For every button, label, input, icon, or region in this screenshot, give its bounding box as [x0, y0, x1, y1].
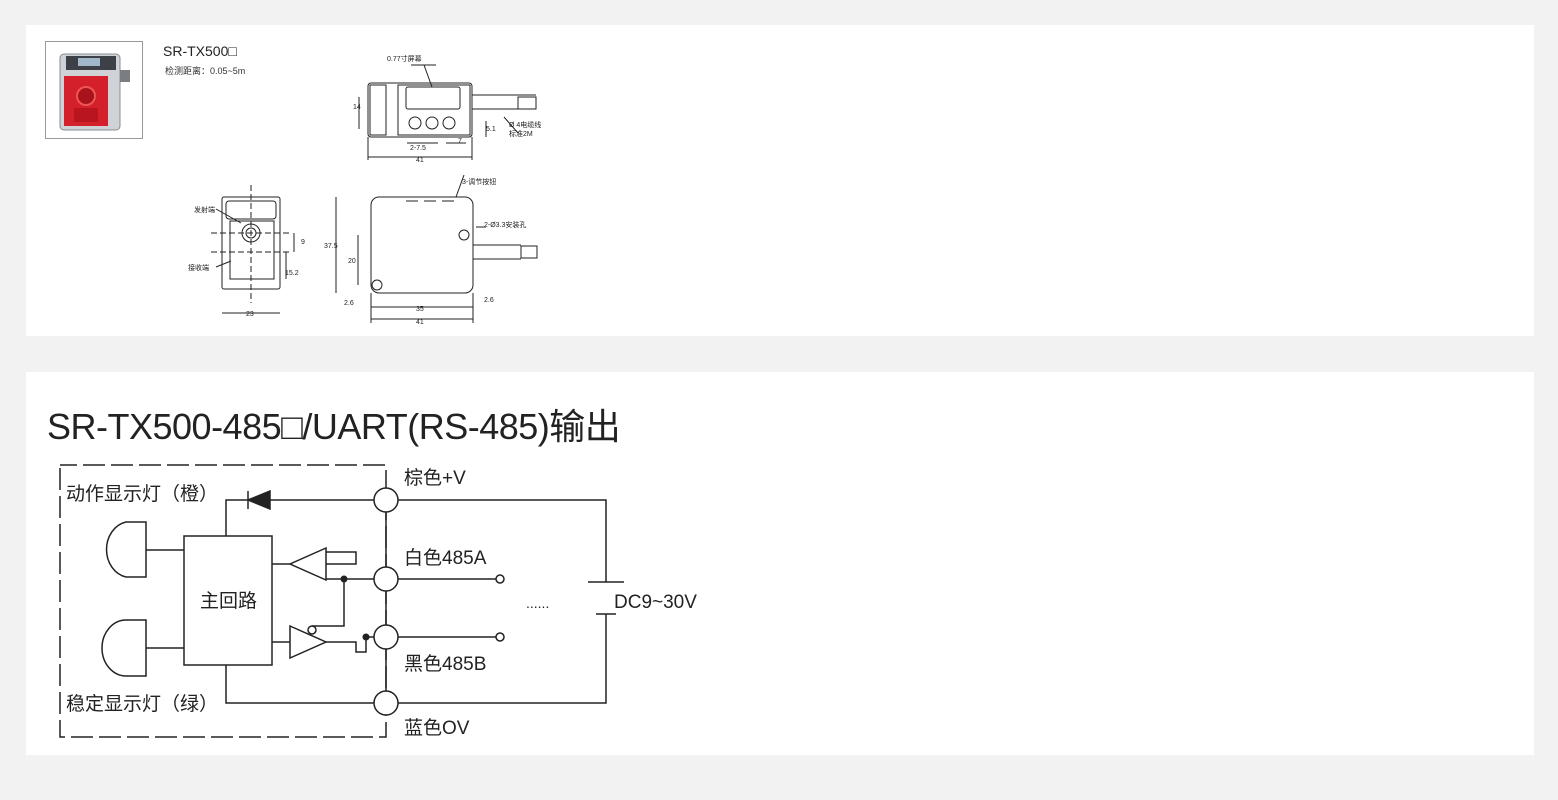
dim-9-label: 9	[301, 239, 305, 246]
wire-black-label: 黑色485B	[404, 653, 486, 675]
cable-length-label: 标准2M	[509, 129, 533, 138]
main-circuit-box	[183, 535, 273, 666]
detect-range-spec: 检测距离：0.05~5m	[165, 66, 246, 76]
top-view-drawing	[358, 64, 537, 160]
dim-7-label: 7	[458, 138, 462, 145]
dim-23-label: 23	[246, 311, 254, 318]
wire-white-label: 白色485A	[404, 547, 487, 569]
dimension-panel: SR-TX500□ 检测距离：0.05~5m	[26, 25, 1534, 336]
dim-41-side-label: 41	[416, 319, 424, 326]
wire-blue-label: 蓝色OV	[404, 717, 470, 739]
supply-voltage-label: DC9~30V	[614, 592, 697, 613]
mount-holes-label: 2-Ø3.3安装孔	[484, 220, 526, 229]
terminal-brown	[373, 487, 399, 513]
dim-35-label: 35	[416, 306, 424, 313]
sensor-image-icon	[59, 53, 130, 131]
circuit-title: SR-TX500-485□/UART(RS-485)输出	[47, 406, 621, 447]
action-led-icon	[105, 521, 147, 578]
terminal-black	[373, 624, 399, 650]
front-view-drawing	[211, 185, 295, 314]
dim-5-1-label: 5.1	[486, 126, 496, 133]
dimension-drawings: 0.77寸屏幕 14 2-7.5 7 5.1 41 Ø 4电缆线 标准2M 发射…	[188, 54, 541, 326]
dim-20-label: 20	[348, 258, 356, 265]
stable-led-icon	[101, 619, 147, 677]
diode-icon	[246, 489, 271, 511]
model-title: SR-TX500□	[163, 43, 237, 59]
action-led-label: 动作显示灯（橙）	[66, 483, 218, 505]
dim-2-6-left-label: 2.6	[344, 300, 354, 307]
dim-screen-label: 0.77寸屏幕	[387, 54, 422, 63]
sensor-enclosure	[59, 464, 387, 738]
terminal-white	[373, 566, 399, 592]
output-circuit-diagram: 动作显示灯（橙） 稳定显示灯（绿） 主回路 棕色+V 白色485A 黑色485B…	[59, 464, 697, 739]
side-view-drawing	[335, 174, 538, 323]
dim-2-7-5-label: 2-7.5	[410, 145, 426, 152]
buttons-label: 3-调节按钮	[462, 177, 496, 186]
product-photo	[45, 41, 143, 139]
wire-brown-label: 棕色+V	[404, 467, 466, 489]
dim-14-label: 14	[353, 104, 361, 111]
cable-label: Ø 4电缆线	[509, 120, 541, 129]
dim-15-2-label: 15.2	[285, 270, 299, 277]
terminal-blue	[373, 690, 399, 716]
dim-41-top-label: 41	[416, 157, 424, 164]
main-circuit-label: 主回路	[200, 590, 257, 612]
stable-led-label: 稳定显示灯（绿）	[66, 693, 218, 715]
circuit-panel: SR-TX500-485□/UART(RS-485)输出	[26, 372, 1534, 755]
emitter-label: 发射端	[194, 205, 215, 214]
continuation-dots: ......	[526, 595, 549, 611]
dim-2-6-right-label: 2.6	[484, 297, 494, 304]
dim-37-5-label: 37.5	[324, 243, 338, 250]
tx-driver-icon	[288, 546, 327, 582]
receiver-label: 接收端	[188, 263, 209, 272]
